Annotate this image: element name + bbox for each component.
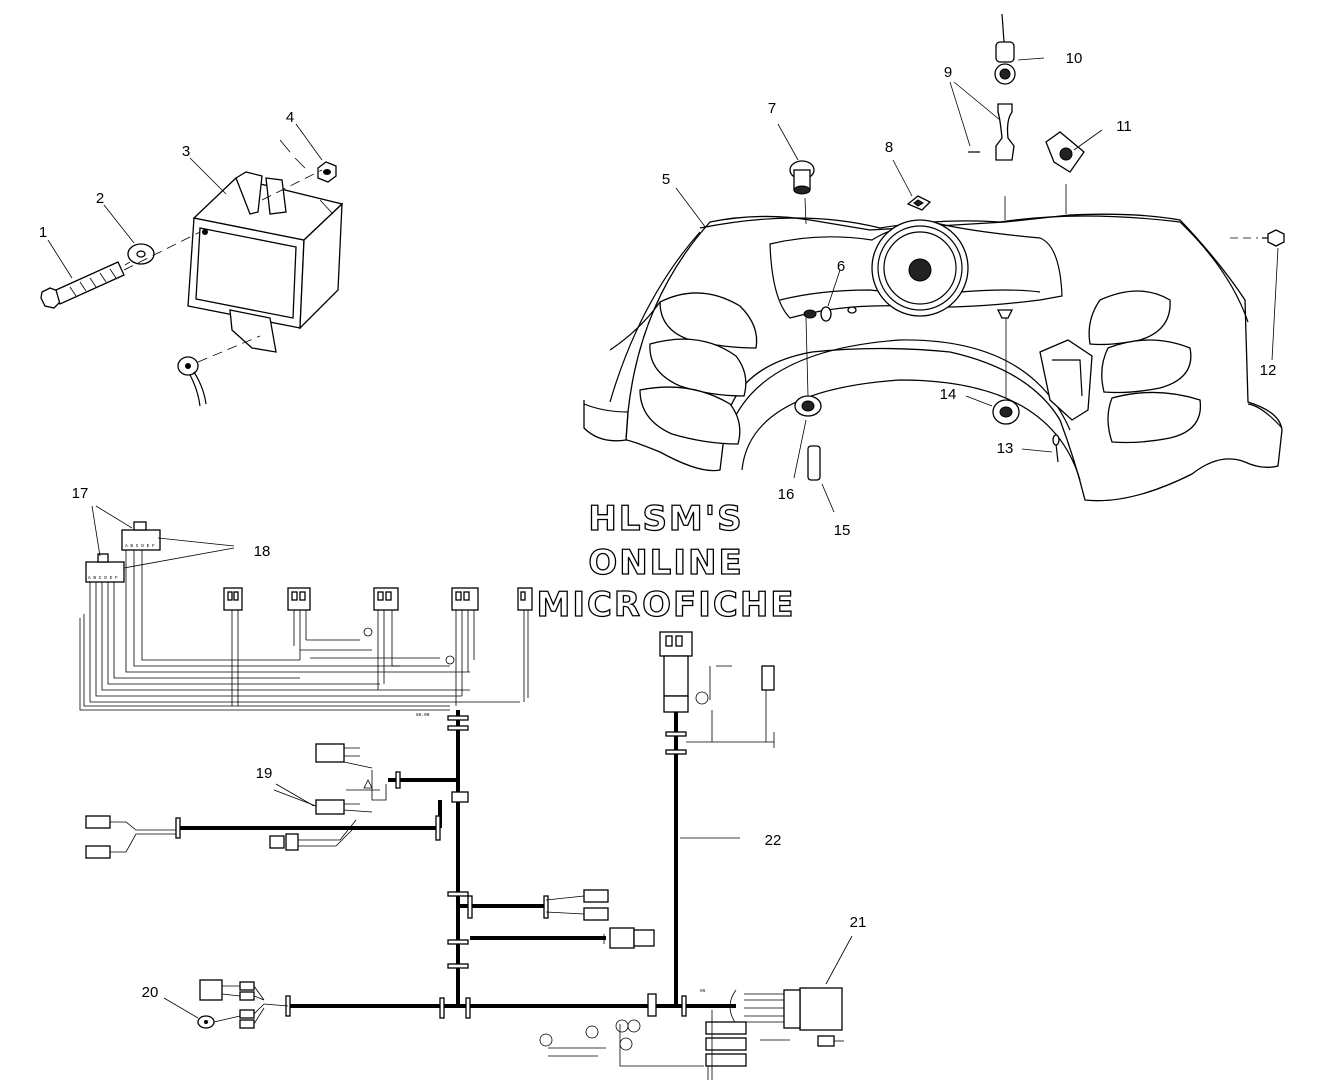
callout-4: 4 (286, 109, 294, 126)
callout-7: 7 (768, 100, 776, 117)
callout-3: 3 (182, 143, 190, 160)
svg-text:A B C D E F: A B C D E F (125, 543, 155, 549)
watermark-line-2: ONLINE (588, 543, 743, 583)
callout-16: 16 (778, 486, 795, 503)
connector-21 (729, 935, 853, 1047)
plug-left (85, 815, 176, 859)
watermark-line-3: MICROFICHE (536, 585, 795, 625)
knob-part (777, 123, 815, 225)
nut-part (317, 161, 337, 183)
watermark-line-1: HLSM'S (588, 499, 743, 539)
callout-21: 21 (850, 914, 867, 931)
callout-2: 2 (96, 190, 104, 207)
screw-part (1230, 229, 1285, 361)
nut-part-14 (965, 309, 1020, 425)
callout-13: 13 (997, 440, 1014, 457)
callout-12: 12 (1260, 362, 1277, 379)
callout-15: 15 (834, 522, 851, 539)
svg-text:05: 05 (700, 988, 706, 994)
regulator-assembly (40, 123, 344, 407)
gauge (871, 219, 969, 317)
connector-22-top (659, 631, 775, 713)
upper-harness: A B C D E F A B C D E F (79, 505, 533, 711)
callout-8: 8 (885, 139, 893, 156)
dash-pod-assembly (583, 213, 1283, 502)
pin-part (1021, 434, 1060, 463)
callout-9: 9 (944, 64, 952, 81)
wire-bundle (79, 550, 529, 711)
connector-block-18a: A B C D E F (121, 521, 161, 551)
connector-20 (163, 979, 289, 1029)
callout-5: 5 (662, 171, 670, 188)
main-harness: 88.00 05 (85, 631, 853, 1080)
callout-18: 18 (254, 543, 271, 560)
bulb-part (994, 13, 1045, 85)
bracket-part (1045, 129, 1103, 214)
socket-part (793, 317, 822, 479)
connector-row (223, 587, 533, 665)
callout-1: 1 (39, 224, 47, 241)
callout-10: 10 (1066, 50, 1083, 67)
watermark: HLSM'S ONLINE MICROFICHE (536, 498, 795, 625)
callout-19: 19 (256, 765, 273, 782)
callout-20: 20 (142, 984, 159, 1001)
bottom-wiring (539, 1010, 747, 1080)
washer-part (124, 243, 155, 266)
harness-clips (175, 715, 687, 1019)
connector-block-18b: A B C D E F (85, 553, 125, 583)
ground-terminal (177, 335, 261, 407)
regulator-body (187, 171, 344, 353)
callout-11: 11 (1116, 118, 1132, 135)
pod-small-parts (675, 13, 1285, 513)
bulb-part-15 (807, 445, 835, 513)
bolt-part (40, 261, 125, 309)
switch-part (949, 81, 1015, 220)
svg-text:A B C D E F: A B C D E F (88, 575, 118, 581)
decal-part (892, 159, 932, 211)
callout-17: 17 (72, 485, 89, 502)
callout-14: 14 (940, 386, 957, 403)
plug-mid (269, 819, 357, 851)
svg-text:88.00: 88.00 (416, 712, 430, 718)
callout-labels: 1 2 3 4 5 6 7 8 9 10 11 12 13 14 15 16 1… (39, 50, 1277, 1001)
connector-mid-right (545, 889, 655, 949)
connector-19 (273, 743, 387, 815)
callout-22: 22 (765, 832, 782, 849)
callout-6: 6 (837, 258, 845, 275)
